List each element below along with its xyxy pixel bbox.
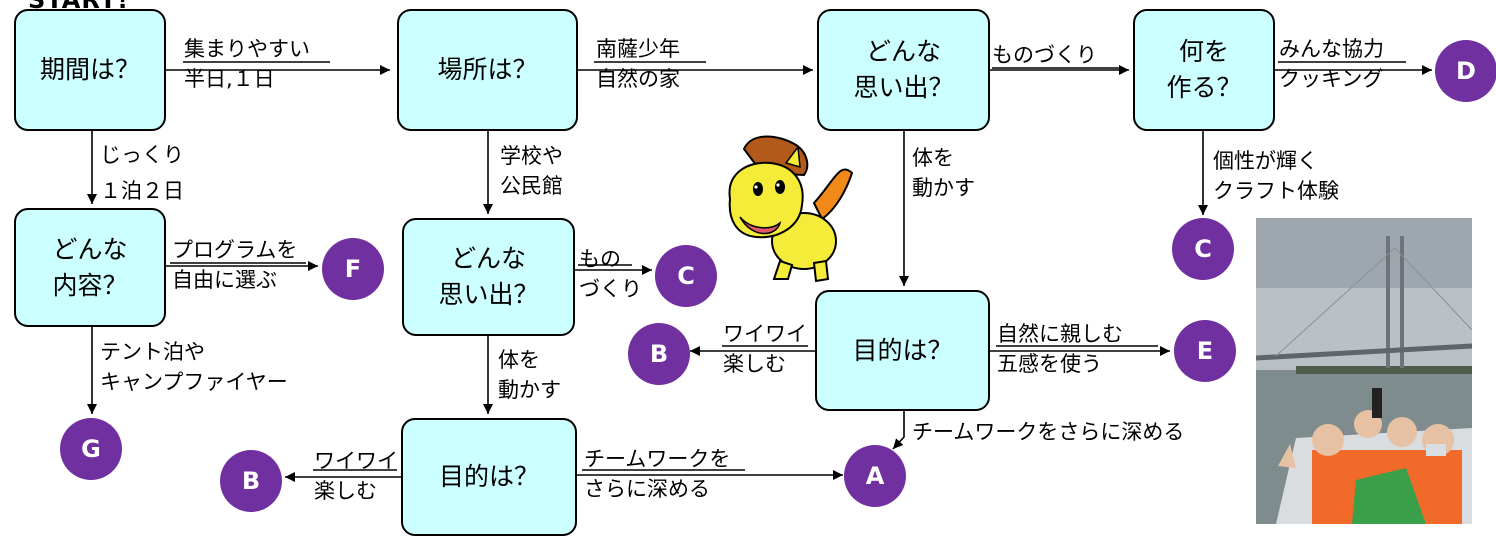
node-content: どんな 内容？ [14, 208, 166, 327]
terminal-d: D [1435, 40, 1496, 102]
edge-label-cooperate: みんな協力 クッキング [1279, 37, 1384, 91]
terminal-f: F [322, 238, 384, 300]
edge-label-move-body-mid: 体を 動かす [498, 348, 561, 402]
group-photo [1256, 218, 1472, 524]
edge-label-short-stay: 集まりやすい 半日,１日 [184, 37, 310, 91]
edge-label-fun-right: ワイワイ 楽しむ [723, 322, 807, 376]
terminal-b-right: B [628, 323, 690, 385]
edge-label-fun-bottom: ワイワイ 楽しむ [314, 449, 398, 503]
terminal-c-mid: C [655, 245, 717, 307]
node-place: 場所は？ [397, 9, 578, 131]
arrow-purpose-right-to-a [892, 411, 905, 450]
terminal-g: G [60, 418, 122, 480]
terminal-c-top: C [1172, 218, 1234, 280]
edge-label-craft: 個性が輝く クラフト体験 [1213, 149, 1339, 203]
node-period: 期間は？ [14, 9, 166, 131]
edge-label-nansatsu: 南薩少年 自然の家 [596, 37, 680, 91]
node-purpose-right: 目的は？ [815, 290, 990, 411]
terminal-b-bottom: B [220, 450, 282, 512]
node-memory-mid: どんな 思い出？ [402, 218, 575, 336]
terminal-a: A [844, 445, 906, 507]
edge-label-move-body-top: 体を 動かす [912, 146, 975, 200]
node-purpose-bottom: 目的は？ [401, 418, 577, 536]
node-make: 何を 作る？ [1133, 9, 1275, 131]
edge-label-monozukuri-top: ものづくり [992, 43, 1097, 67]
edge-label-monozukuri-mid: もの づくり [579, 247, 642, 301]
terminal-e: E [1174, 320, 1236, 382]
edge-label-teamwork-bottom: チームワークを さらに深める [584, 447, 731, 501]
node-memory-top: どんな 思い出？ [817, 9, 990, 131]
edge-label-school: 学校や 公民館 [500, 144, 563, 198]
edge-label-long-stay: じっくり １泊２日 [100, 143, 184, 203]
edge-label-camp: テント泊や キャンプファイヤー [100, 340, 288, 394]
edge-label-teamwork-right: チームワークをさらに深める [912, 420, 1185, 444]
edge-label-nature: 自然に親しむ 五感を使う [997, 322, 1123, 376]
edge-label-free-choice: プログラムを 自由に選ぶ [172, 238, 298, 292]
mascot-illustration [722, 133, 858, 283]
